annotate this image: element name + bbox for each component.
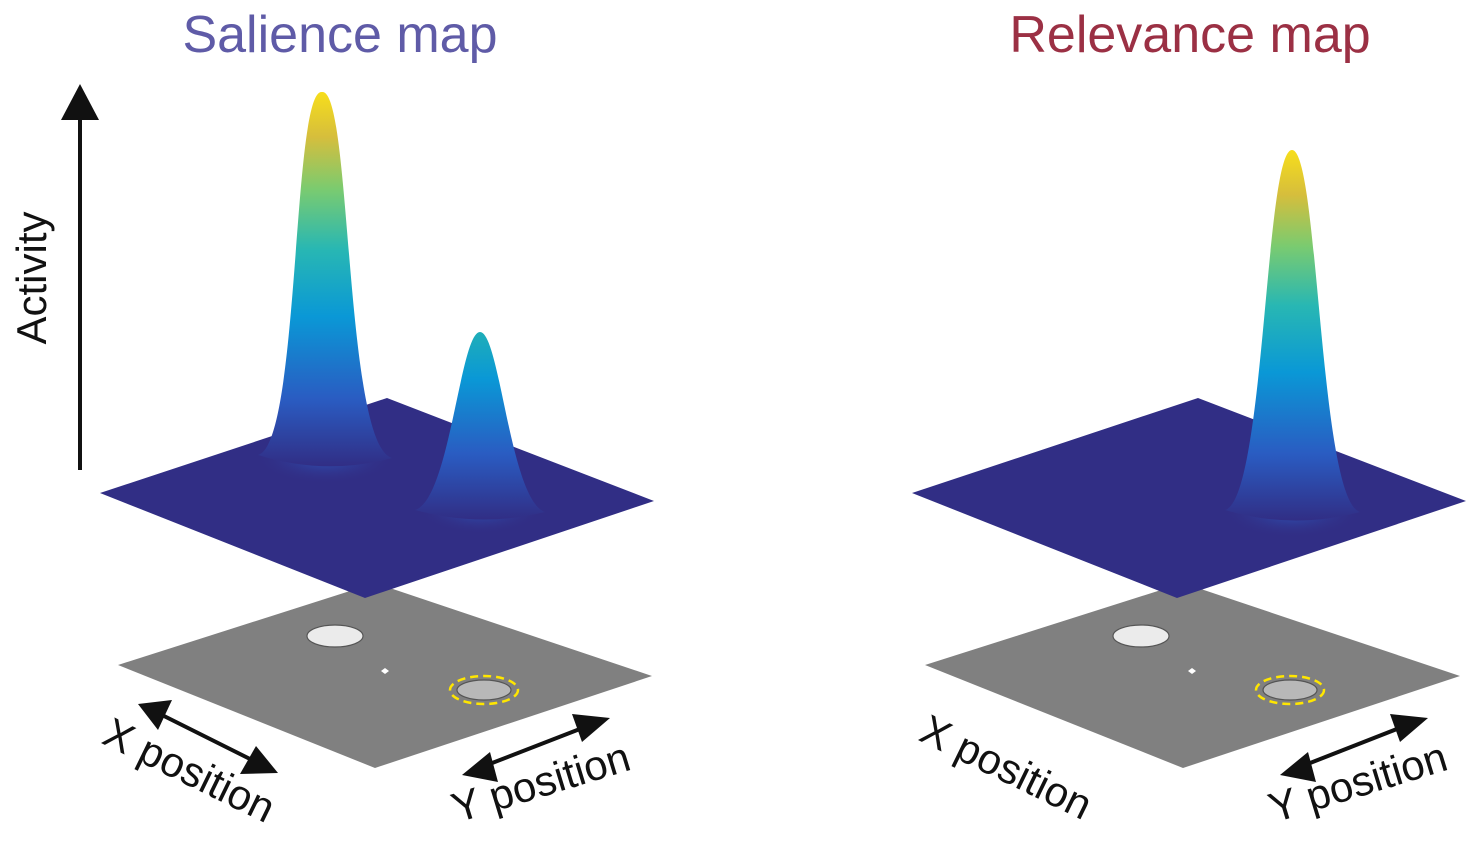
activity-axis: Activity	[8, 84, 99, 470]
x-arrowhead-left-icon	[138, 700, 172, 730]
relevance-stimulus-plane	[925, 583, 1460, 768]
y-arrowhead-left-icon	[1280, 752, 1316, 782]
salience-title: Salience map	[182, 6, 497, 64]
fixation-point	[1188, 668, 1196, 674]
salience-map-plane	[100, 91, 654, 598]
salience-peak-tall	[258, 91, 392, 467]
stimulus-plane-surface	[118, 583, 652, 768]
y-axis-line	[486, 725, 586, 767]
y-arrowhead-left-icon	[462, 752, 498, 782]
activity-label: Activity	[8, 211, 55, 344]
stimulus-plane-surface	[925, 583, 1460, 768]
salience-y-label: Y position	[446, 733, 635, 832]
salience-stimulus-plane	[118, 583, 652, 768]
relevance-title: Relevance map	[1009, 6, 1370, 64]
y-arrowhead-right-icon	[1390, 714, 1428, 742]
target-stimulus	[456, 679, 512, 701]
target-ring	[448, 674, 520, 706]
map-plane-surface	[100, 398, 654, 598]
map-plane-surface	[912, 398, 1466, 598]
x-axis-line	[161, 713, 253, 762]
target-stimulus	[1262, 679, 1318, 701]
distractor-stimulus	[1112, 624, 1170, 648]
relevance-peak	[1225, 150, 1360, 521]
x-arrowhead-right-icon	[240, 746, 278, 774]
relevance-panel: Relevance map X position Y position	[912, 6, 1466, 831]
relevance-x-label: X position	[913, 705, 1099, 828]
relevance-y-label: Y position	[1263, 733, 1452, 832]
salience-peak-short	[415, 332, 545, 520]
relevance-map-plane	[912, 150, 1466, 598]
distractor-stimulus	[306, 624, 364, 648]
activity-arrowhead-icon	[61, 84, 99, 120]
y-arrowhead-right-icon	[572, 714, 610, 742]
target-ring	[1254, 674, 1326, 706]
fixation-point	[381, 668, 389, 674]
y-axis-line	[1304, 725, 1403, 767]
salience-panel: Salience map Activity X	[8, 6, 654, 832]
relevance-x-axis: X position	[913, 705, 1099, 828]
